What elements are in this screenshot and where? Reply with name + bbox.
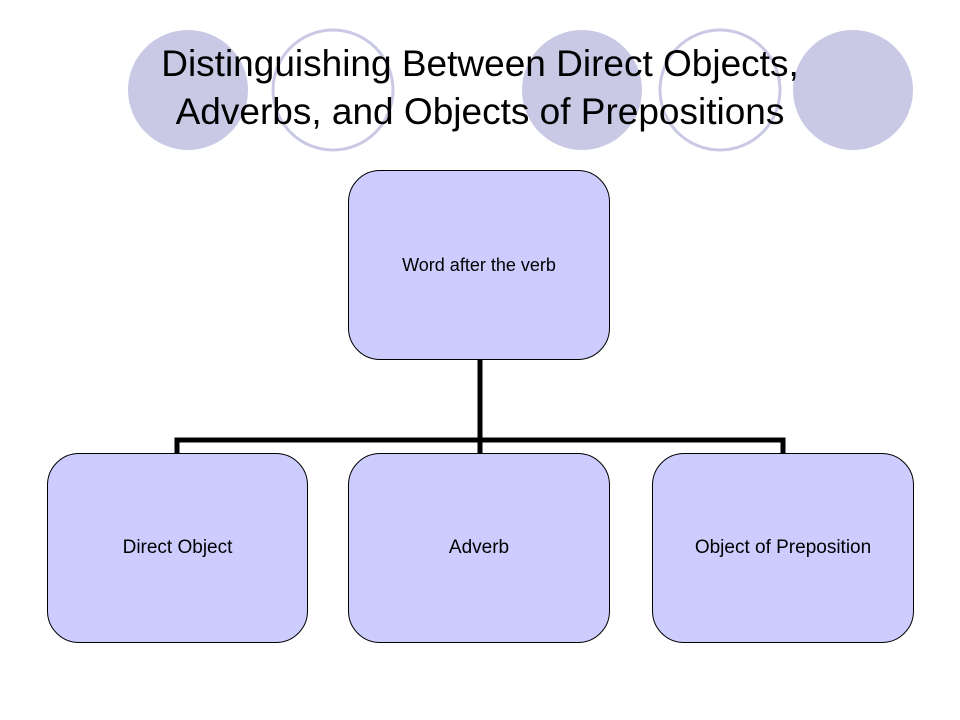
node-word-after-the-verb: Word after the verb (348, 170, 610, 360)
deco-circle-2 (271, 28, 395, 152)
deco-circle-4 (658, 28, 782, 152)
node-object-of-preposition: Object of Preposition (652, 453, 914, 643)
deco-circle-1 (128, 30, 248, 150)
deco-circle-3 (522, 30, 642, 150)
slide-title-line-1: Distinguishing Between Direct Objects, (161, 43, 799, 84)
node-direct-object: Direct Object (47, 453, 308, 643)
deco-circle-5 (793, 30, 913, 150)
node-adverb: Adverb (348, 453, 610, 643)
slide-title: Distinguishing Between Direct Objects, A… (20, 40, 940, 136)
slide-title-line-2: Adverbs, and Objects of Prepositions (175, 91, 785, 132)
